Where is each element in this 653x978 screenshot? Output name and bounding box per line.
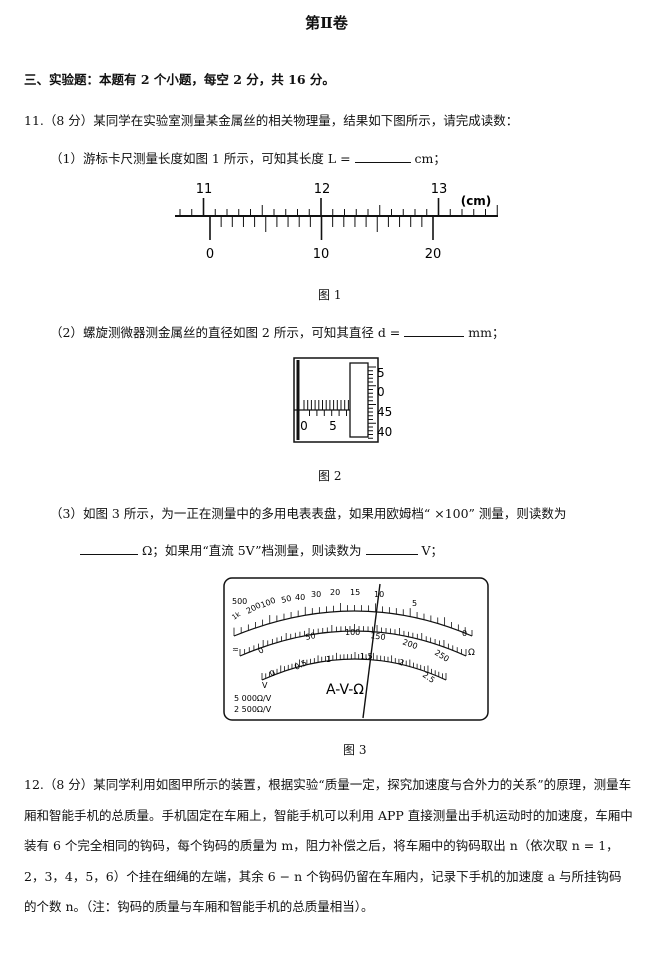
ohm-label-5: 5 — [412, 599, 417, 608]
thimble-label-40: 40 — [377, 425, 392, 439]
volt-label-0: 0 — [268, 668, 277, 678]
sleeve-label-0: 0 — [300, 419, 308, 433]
sleeve-label-5: 5 — [329, 419, 337, 433]
ohm-label-40: 40 — [295, 593, 305, 602]
ohm-label-1k: 1k — [231, 610, 243, 622]
mid-label-100: 100 — [345, 628, 360, 637]
figure-2-caption: 图 2 — [318, 469, 342, 483]
part1-unit: cm； — [414, 151, 446, 166]
omega-symbol: Ω — [468, 648, 475, 658]
vernier-label-20: 20 — [425, 247, 442, 262]
dial-ticks — [233, 602, 473, 680]
main-label-13: 13 — [431, 182, 448, 197]
unit-label-cm: (cm) — [461, 194, 492, 208]
volt-arc — [261, 658, 447, 681]
question-11-part2: （2）螺旋测微器测金属丝的直径如图 2 所示，可知其直径 d = mm； — [50, 322, 504, 341]
answer-blank-length[interactable] — [354, 150, 411, 163]
ohm-label-30: 30 — [311, 590, 321, 599]
mid-label-50: 50 — [305, 631, 317, 642]
main-label-12: 12 — [314, 182, 331, 197]
dial-frame — [223, 577, 489, 721]
meter-needle — [362, 583, 381, 719]
part3-ohm-text: Ω；如果用“直流 5V”档测量，则读数为 — [141, 543, 362, 558]
figure-3-caption: 图 3 — [343, 743, 367, 757]
vernier-scale-ticks — [209, 216, 434, 240]
dial-title: A-V-Ω — [326, 682, 364, 698]
ohm-label-10: 10 — [374, 590, 384, 599]
ohm-label-15: 15 — [350, 588, 360, 597]
figure-1-caption: 图 1 — [318, 288, 342, 302]
thimble — [349, 362, 369, 438]
answer-blank-voltage[interactable] — [365, 542, 418, 555]
volt-label-1: 1 — [326, 655, 331, 664]
mid-label-150: 150 — [370, 631, 386, 642]
vernier-label-10: 10 — [313, 247, 330, 262]
volt-label-2: 2 — [397, 658, 405, 668]
thimble-label-0: 0 — [377, 385, 385, 399]
mid-label-0: 0 — [257, 645, 266, 655]
thimble-ticks — [368, 366, 376, 439]
vernier-label-0: 0 — [206, 247, 214, 262]
question-11-part3-line1: （3）如图 3 所示，为一正在测量中的多用电表表盘，如果用欧姆档“ ×100” … — [50, 506, 567, 521]
main-label-11: 11 — [196, 182, 213, 197]
question-11-part3-line2: Ω；如果用“直流 5V”档测量，则读数为 V； — [80, 540, 443, 559]
v-mark: V — [262, 681, 268, 690]
part3-unit: V； — [421, 543, 444, 558]
part2-unit: mm； — [468, 325, 505, 340]
question-11-intro: 11.（8 分）某同学在实验室测量某金属丝的相关物理量，结果如下图所示，请完成读… — [24, 113, 519, 128]
main-scale-ticks — [179, 198, 498, 216]
page-title: 第Ⅱ卷 — [305, 14, 348, 32]
part1-text: （1）游标卡尺测量长度如图 1 所示，可知其长度 L = — [50, 151, 351, 166]
ac-mark: ≂ — [232, 645, 239, 654]
answer-blank-resistance[interactable] — [80, 542, 138, 555]
sensitivity-spec-1: 5 000Ω/V — [234, 694, 272, 703]
question-12-text: 12.（8 分）某同学利用如图甲所示的装置，根据实验“质量一定，探究加速度与合外… — [24, 777, 633, 914]
ohm-label-50: 50 — [280, 594, 292, 605]
sleeve-ticks — [303, 400, 349, 416]
part2-text: （2）螺旋测微器测金属丝的直径如图 2 所示，可知其直径 d = — [50, 325, 401, 340]
question-11-part1: （1）游标卡尺测量长度如图 1 所示，可知其长度 L = cm； — [50, 148, 446, 167]
thimble-label-5: 5 — [377, 366, 385, 380]
sensitivity-spec-2: 2 500Ω/V — [234, 705, 272, 714]
ohm-label-0: 0 — [462, 629, 467, 638]
volt-label-1-5: 1.5 — [360, 652, 373, 661]
section-heading: 三、实验题：本题有 2 个小题，每空 2 分，共 16 分。 — [24, 72, 335, 87]
ohm-label-20: 20 — [330, 588, 340, 597]
micrometer-figure: 0 5 5 0 45 40 — [293, 357, 392, 443]
ohm-label-500: 500 — [232, 597, 247, 606]
thimble-label-45: 45 — [377, 405, 392, 419]
multimeter-dial-figure: 500 1k 200 100 50 40 30 20 15 10 5 0 Ω 0… — [223, 577, 489, 721]
vernier-caliper-figure: 11 12 13 (cm) 0 10 20 — [175, 182, 498, 262]
answer-blank-diameter[interactable] — [404, 324, 465, 337]
